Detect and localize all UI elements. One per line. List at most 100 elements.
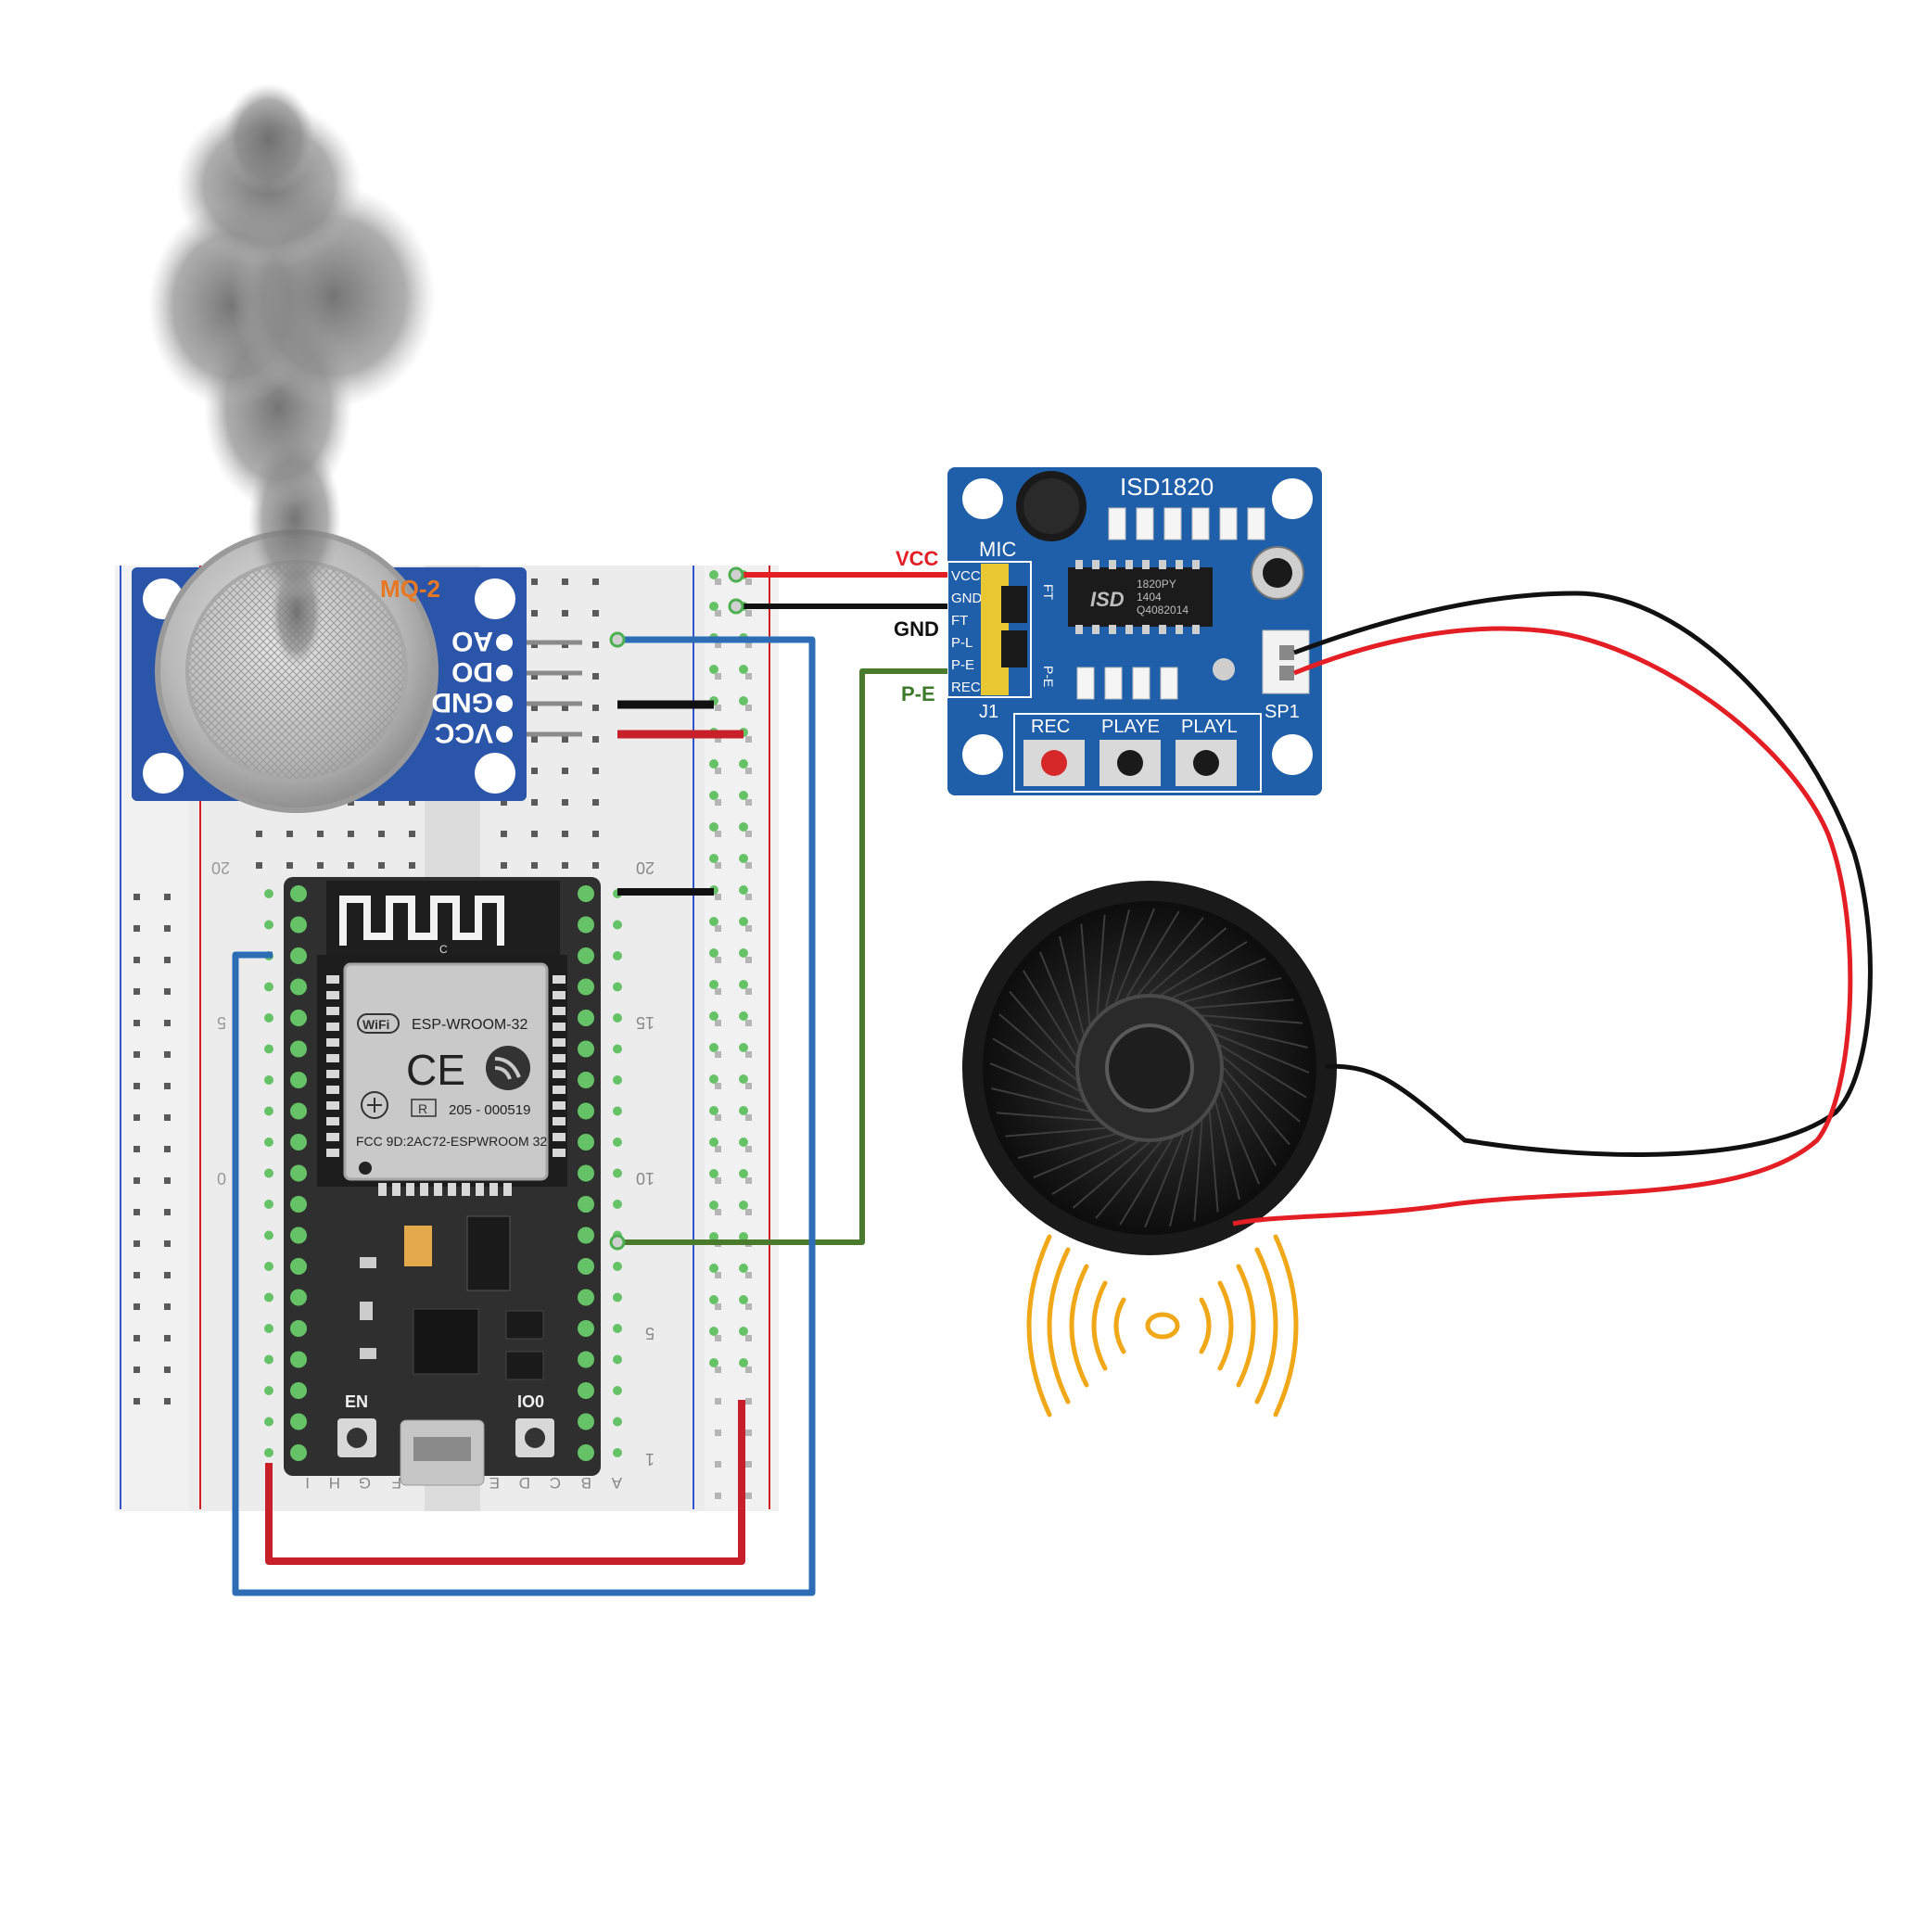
jumper-cap[interactable] xyxy=(1001,630,1027,667)
breadboard-hole xyxy=(613,1106,622,1116)
chip-pin xyxy=(1125,560,1133,569)
rail-hole xyxy=(739,1169,748,1178)
esp32-module-name: ESP-WROOM-32 xyxy=(412,1017,527,1033)
esp32-pin xyxy=(578,1227,594,1244)
row-number-15: 15 xyxy=(636,1013,655,1032)
breadboard-hole xyxy=(264,982,273,992)
isd-title: ISD1820 xyxy=(1120,473,1214,501)
esp32-pin xyxy=(290,1289,307,1306)
chip-pin xyxy=(1125,625,1133,634)
module-pad xyxy=(476,1183,484,1196)
rail-hole xyxy=(709,1074,718,1084)
rail-hole xyxy=(739,1011,748,1021)
breadboard-hole xyxy=(264,1386,273,1395)
speaker-rib xyxy=(1051,1140,1139,1196)
speaker-rib xyxy=(1192,998,1294,1010)
breadboard-hole xyxy=(613,1168,622,1178)
breadboard-hole xyxy=(264,1168,273,1178)
rail-hole xyxy=(739,1201,748,1210)
rail-hole xyxy=(739,1295,748,1304)
module-pad xyxy=(553,1149,566,1157)
speaker-rib xyxy=(1095,1140,1163,1219)
ce-mark: CE xyxy=(406,1046,465,1094)
header-pin-rec: REC xyxy=(951,680,981,695)
speaker-rib xyxy=(1219,1044,1307,1099)
esp32-pin xyxy=(290,1258,307,1275)
breadboard-hole xyxy=(264,920,273,930)
chip-pin xyxy=(1109,560,1116,569)
rail-hole xyxy=(709,1011,718,1021)
module-pad xyxy=(326,1117,339,1125)
smd-part xyxy=(1104,667,1123,700)
rail-hole xyxy=(709,602,718,611)
breadboard-hole xyxy=(613,1075,622,1085)
breadboard-hole xyxy=(264,1354,273,1365)
voltage-regulator xyxy=(466,1215,511,1291)
mount-hole xyxy=(1272,734,1313,775)
column-letter-h: H xyxy=(329,1474,340,1492)
header-pins[interactable] xyxy=(981,564,1009,695)
breadboard-hole xyxy=(264,1138,273,1147)
esp32-pin xyxy=(578,1289,594,1306)
rail-hole xyxy=(709,665,718,674)
speaker-rib xyxy=(1209,1023,1308,1049)
side-label-pe: P-E xyxy=(1041,666,1056,687)
speaker-rib xyxy=(992,1037,1080,1092)
esp32-right-pins xyxy=(578,570,748,1461)
rail-hole xyxy=(709,759,718,769)
header-pin-gnd: GND xyxy=(951,591,983,606)
rail-hole xyxy=(739,1327,748,1336)
rail-hole xyxy=(739,1043,748,1052)
smoke-cloud xyxy=(148,83,436,667)
rail-hole xyxy=(709,822,718,832)
row-number-10: 10 xyxy=(636,1169,655,1188)
column-letters: I H G F E D C B A xyxy=(305,1474,622,1492)
breadboard-hole xyxy=(613,1417,622,1427)
sound-waves-icon xyxy=(1026,1234,1299,1417)
jumper-cap[interactable] xyxy=(1001,586,1027,623)
sp1-label: SP1 xyxy=(1265,702,1300,722)
esp32-pin xyxy=(578,1134,594,1150)
chip-lot: Q4082014 xyxy=(1137,604,1188,616)
rail-hole xyxy=(709,1358,718,1367)
left-number-5: 5 xyxy=(217,1013,226,1032)
rail-hole xyxy=(739,1264,748,1273)
speaker-connector[interactable] xyxy=(1262,629,1310,694)
mount-hole xyxy=(1272,478,1313,519)
mq2-label: MQ-2 xyxy=(380,575,440,603)
module-pad xyxy=(553,1023,566,1031)
wire-label-gnd: GND xyxy=(894,617,939,641)
button-label-playe: PLAYE xyxy=(1101,717,1160,737)
module-pad xyxy=(434,1183,442,1196)
esp32-pin xyxy=(290,1102,307,1120)
speaker-rib xyxy=(1193,1120,1203,1222)
esp32-pin xyxy=(290,1196,307,1213)
wire-speaker-black xyxy=(1293,591,1873,1157)
module-pad xyxy=(553,1117,566,1125)
module-pad xyxy=(553,1070,566,1078)
rail-hole xyxy=(739,1358,748,1367)
esp32-pin xyxy=(290,1320,307,1337)
speaker-ribs xyxy=(989,908,1310,1228)
chip-pin xyxy=(1109,625,1116,634)
esp32-pin xyxy=(578,1072,594,1088)
esp32-pin xyxy=(290,1227,307,1244)
column-letter-e: E xyxy=(489,1474,500,1492)
chip-pin xyxy=(1176,560,1183,569)
esp32-pin xyxy=(578,1196,594,1213)
module-pad xyxy=(553,1038,566,1047)
speaker-rib xyxy=(1119,1138,1174,1226)
breadboard-hole xyxy=(264,1075,273,1085)
wifi-badge-text: WiFi xyxy=(362,1017,389,1032)
mq2-pin-gnd: GND xyxy=(431,687,493,718)
rail-hole xyxy=(709,1201,718,1210)
mic-label: MIC xyxy=(979,538,1016,561)
chip-pin xyxy=(1142,625,1150,634)
rail-hole xyxy=(709,1106,718,1115)
esp32-pin xyxy=(578,978,594,996)
speaker-rib xyxy=(1005,1126,1107,1138)
rail-hole xyxy=(739,1138,748,1147)
en-label: EN xyxy=(345,1392,368,1411)
row-number-5: 5 xyxy=(645,1324,655,1342)
breadboard-hole xyxy=(613,1292,622,1303)
